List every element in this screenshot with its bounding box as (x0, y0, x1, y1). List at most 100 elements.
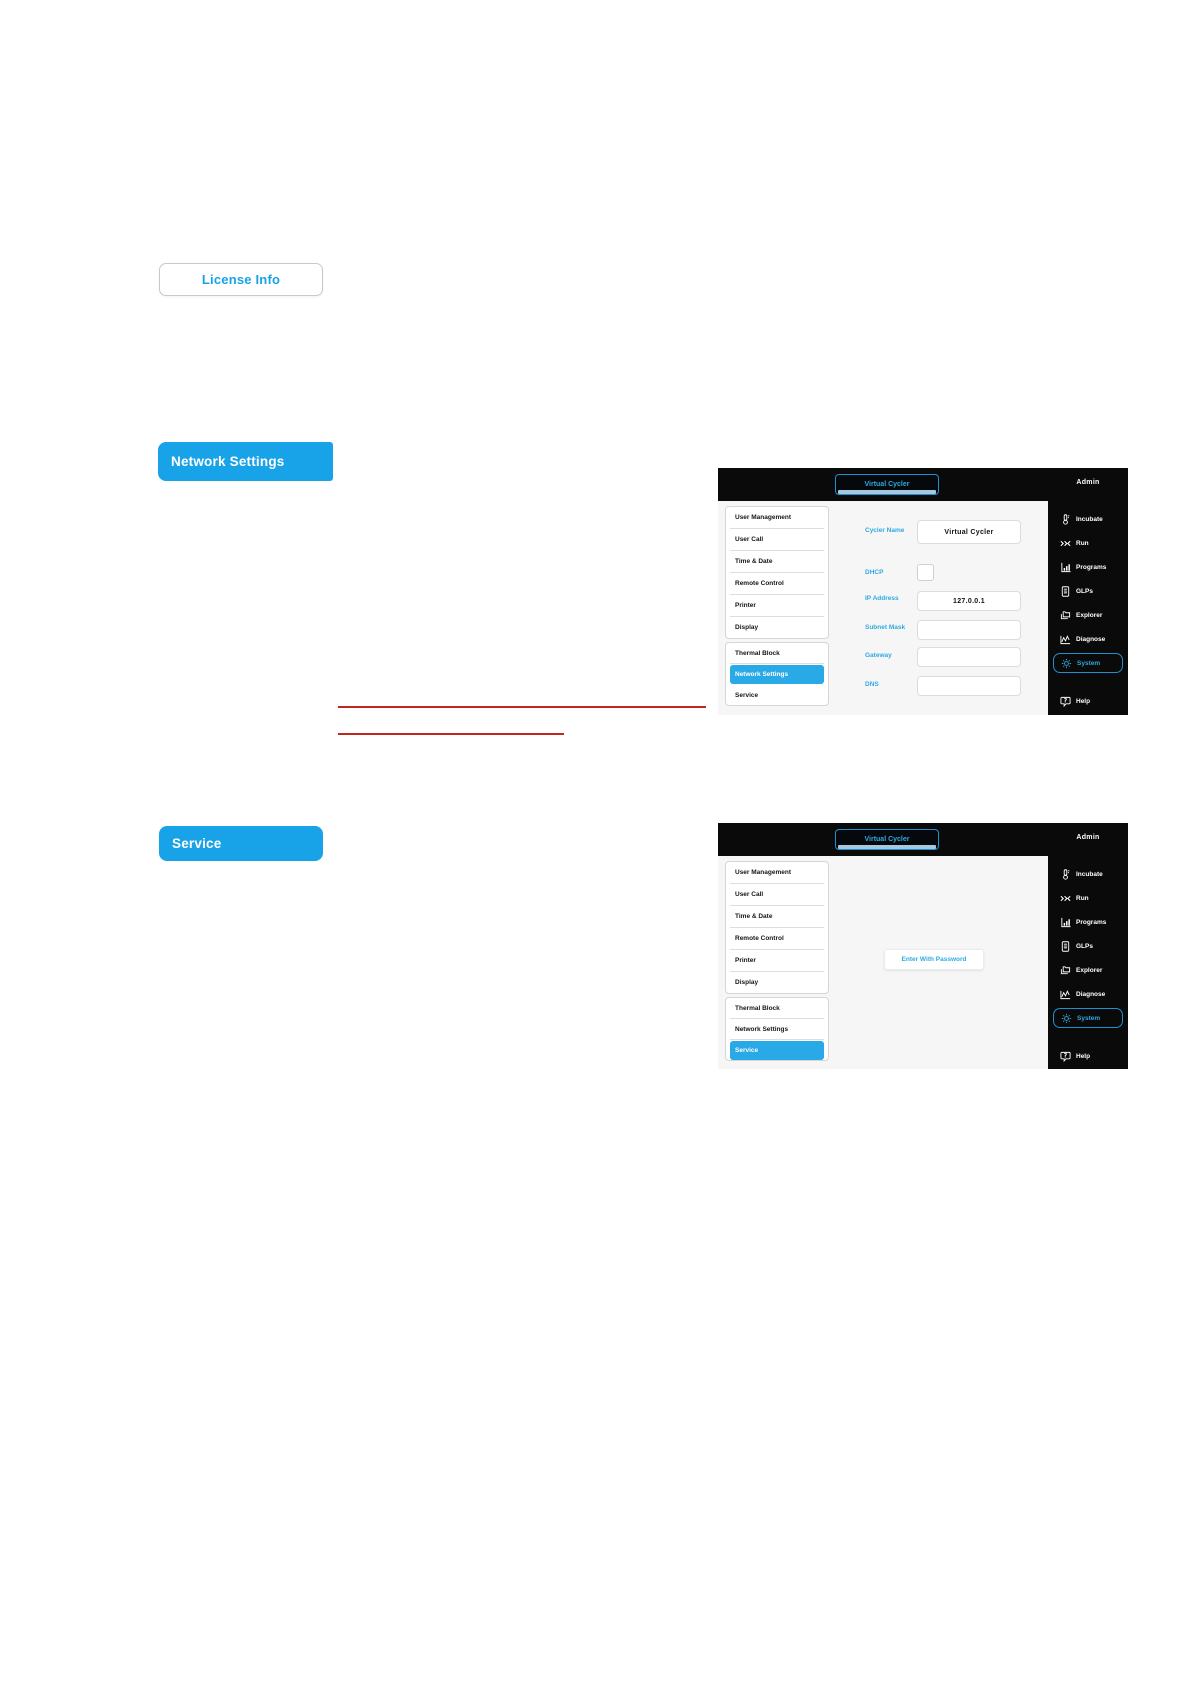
settings-content-area: User Management User Call Time & Date Re… (718, 856, 1048, 1069)
nav-item-run[interactable]: Run (1053, 890, 1123, 906)
license-info-button[interactable]: License Info (159, 263, 323, 296)
cycler-tab[interactable]: Virtual Cycler (835, 474, 939, 495)
settings-item-time-date[interactable]: Time & Date (730, 906, 824, 928)
nav-item-system[interactable]: System (1053, 653, 1123, 673)
nav-label: GLPs (1076, 587, 1093, 595)
nav-label: Incubate (1076, 870, 1103, 878)
settings-item-thermal-block[interactable]: Thermal Block (730, 998, 824, 1019)
enter-with-password-button[interactable]: Enter With Password (884, 949, 984, 970)
nav-label: Run (1076, 539, 1089, 547)
run-icon (1060, 540, 1071, 546)
nav-label: Run (1076, 894, 1089, 902)
settings-item-service[interactable]: Service (735, 692, 759, 699)
device-screenshot-network-settings: Virtual Cycler Admin User Management Use… (718, 468, 1128, 715)
main-nav-sidebar: Incubate Run Programs GLPs Explorer Diag… (1048, 856, 1128, 1069)
device-screenshot-service: Virtual Cycler Admin User Management Use… (718, 823, 1128, 1069)
nav-label: Programs (1076, 563, 1107, 571)
settings-item-time-date[interactable]: Time & Date (730, 551, 824, 573)
cycler-tab-label: Virtual Cycler (864, 836, 910, 843)
document-icon (1061, 585, 1070, 597)
settings-menu-group-2: Thermal Block Network Settings Service (725, 997, 829, 1061)
nav-item-programs[interactable]: Programs (1053, 914, 1123, 930)
settings-item-printer[interactable]: Printer (730, 950, 824, 972)
folder-stack-icon (1060, 965, 1071, 974)
nav-label: System (1077, 659, 1101, 667)
logged-in-user: Admin (1076, 479, 1100, 486)
settings-item-user-call[interactable]: User Call (730, 529, 824, 551)
gateway-input[interactable] (917, 647, 1021, 667)
settings-menu-group-2: Thermal Block Network Settings Service (725, 642, 829, 706)
nav-label: Explorer (1076, 611, 1103, 619)
nav-item-diagnose[interactable]: Diagnose (1053, 631, 1123, 647)
nav-item-glps[interactable]: GLPs (1053, 938, 1123, 954)
nav-item-explorer[interactable]: Explorer (1053, 962, 1123, 978)
dhcp-label: DHCP (865, 569, 884, 576)
nav-label: Programs (1076, 918, 1107, 926)
nav-item-glps[interactable]: GLPs (1053, 583, 1123, 599)
nav-label: GLPs (1076, 942, 1093, 950)
tab-active-underline (838, 490, 936, 494)
settings-item-network-settings[interactable]: Network Settings (730, 665, 824, 684)
dns-input[interactable] (917, 676, 1021, 696)
settings-item-user-management[interactable]: User Management (730, 507, 824, 529)
network-settings-heading: Network Settings (158, 442, 333, 481)
settings-menu-group-1: User Management User Call Time & Date Re… (725, 861, 829, 994)
nav-label: Diagnose (1076, 990, 1106, 998)
nav-label: Help (1076, 697, 1091, 705)
settings-item-remote-control[interactable]: Remote Control (730, 928, 824, 950)
help-bubble-icon: ? (1060, 696, 1071, 707)
nav-label: System (1077, 1014, 1101, 1022)
waveform-icon (1060, 989, 1071, 999)
settings-item-network-settings[interactable]: Network Settings (730, 1019, 824, 1040)
nav-item-incubate[interactable]: Incubate (1053, 866, 1123, 882)
nav-item-explorer[interactable]: Explorer (1053, 607, 1123, 623)
settings-item-thermal-block[interactable]: Thermal Block (730, 643, 824, 664)
nav-item-programs[interactable]: Programs (1053, 559, 1123, 575)
settings-item-remote-control[interactable]: Remote Control (730, 573, 824, 595)
red-underline-2 (338, 733, 564, 735)
help-bubble-icon: ? (1060, 1051, 1071, 1062)
nav-item-system[interactable]: System (1053, 1008, 1123, 1028)
gateway-label: Gateway (865, 652, 892, 659)
cycler-tab-label: Virtual Cycler (864, 481, 910, 488)
document-icon (1061, 940, 1070, 952)
nav-label: Diagnose (1076, 635, 1106, 643)
nav-label: Incubate (1076, 515, 1103, 523)
settings-item-user-management[interactable]: User Management (730, 862, 824, 884)
settings-item-display[interactable]: Display (735, 624, 759, 631)
nav-label: Explorer (1076, 966, 1103, 974)
thermometer-icon (1063, 868, 1070, 880)
ip-address-input[interactable]: 127.0.0.1 (917, 591, 1021, 611)
red-underline-1 (338, 706, 706, 708)
settings-content-area: User Management User Call Time & Date Re… (718, 501, 1048, 715)
run-icon (1060, 895, 1071, 901)
tab-active-underline (838, 845, 936, 849)
cycler-tab[interactable]: Virtual Cycler (835, 829, 939, 850)
subnet-mask-input[interactable] (917, 620, 1021, 640)
nav-item-diagnose[interactable]: Diagnose (1053, 986, 1123, 1002)
nav-label: Help (1076, 1052, 1091, 1060)
subnet-mask-label: Subnet Mask (865, 624, 906, 631)
bar-chart-icon (1061, 917, 1071, 927)
nav-item-run[interactable]: Run (1053, 535, 1123, 551)
dns-label: DNS (865, 681, 879, 688)
nav-item-help[interactable]: ? Help (1053, 693, 1123, 709)
svg-text:?: ? (1064, 697, 1068, 704)
nav-item-incubate[interactable]: Incubate (1053, 511, 1123, 527)
settings-item-printer[interactable]: Printer (730, 595, 824, 617)
ip-address-label: IP Address (865, 595, 899, 602)
waveform-icon (1060, 634, 1071, 644)
cycler-name-label: Cycler Name (865, 527, 905, 534)
service-heading: Service (159, 826, 323, 861)
settings-item-user-call[interactable]: User Call (730, 884, 824, 906)
cycler-name-input[interactable]: Virtual Cycler (917, 520, 1021, 544)
gear-icon (1061, 658, 1072, 668)
nav-item-help[interactable]: ? Help (1053, 1048, 1123, 1064)
svg-text:?: ? (1064, 1052, 1068, 1059)
settings-item-display[interactable]: Display (735, 979, 759, 986)
logged-in-user: Admin (1076, 834, 1100, 841)
settings-item-service[interactable]: Service (730, 1041, 824, 1060)
dhcp-checkbox[interactable] (917, 564, 934, 581)
folder-stack-icon (1060, 610, 1071, 619)
main-nav-sidebar: Incubate Run Programs GLPs Explorer Diag… (1048, 501, 1128, 715)
